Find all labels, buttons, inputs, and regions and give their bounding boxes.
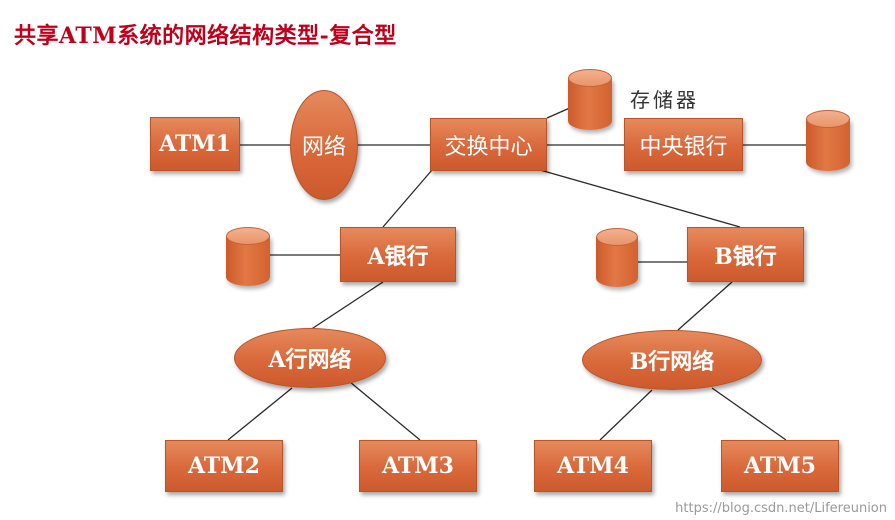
line-netb-atm5: [711, 387, 787, 441]
line-banka-neta: [309, 281, 384, 331]
line-neta-atm2: [227, 387, 293, 441]
bank-b-network-node: B行网络: [582, 330, 762, 390]
atm4-node: ATM4: [534, 440, 652, 492]
bank-a-network-node: A行网络: [234, 328, 386, 388]
line-bankb-netb: [677, 281, 733, 331]
bank-b-label: B银行: [714, 243, 777, 270]
network-node: 网络: [290, 90, 358, 200]
atm3-node: ATM3: [359, 440, 477, 492]
diagram-title: 共享ATM系统的网络结构类型-复合型: [14, 23, 397, 49]
storage-central-icon: [806, 110, 850, 171]
line-exchange-bankb: [539, 169, 741, 228]
storage-label: 存储器: [630, 88, 699, 112]
line-exchange-banka: [382, 169, 433, 228]
bank-b-network-label: B行网络: [629, 349, 715, 375]
watermark-text: https://blog.csdn.net/Lifereunion: [675, 501, 887, 516]
bank-a-node: A银行: [340, 227, 456, 282]
bank-a-network-label: A行网络: [268, 347, 352, 373]
storage-exchange-icon: [568, 69, 612, 130]
line-neta-atm3: [349, 381, 421, 441]
line-netb-atm4: [599, 389, 653, 441]
exchange-center-node: 交换中心: [430, 118, 547, 171]
bank-a-label: A银行: [367, 243, 429, 270]
atm1-node: ATM1: [150, 117, 240, 171]
storage-bank-a-icon: [226, 227, 270, 286]
storage-bank-b-icon: [596, 228, 638, 287]
atm5-node: ATM5: [721, 440, 839, 492]
line-exchange-storage: [546, 106, 573, 119]
atm2-node: ATM2: [165, 440, 283, 492]
bank-b-node: B银行: [687, 227, 804, 282]
central-bank-node: 中央银行: [624, 118, 743, 171]
